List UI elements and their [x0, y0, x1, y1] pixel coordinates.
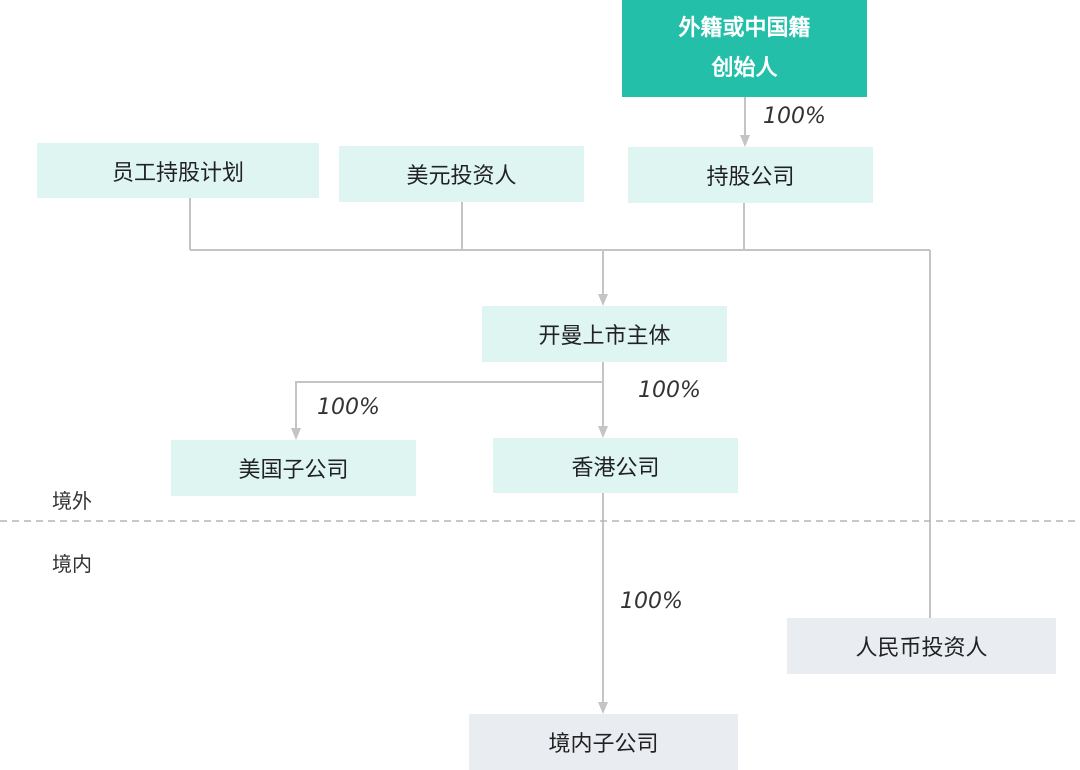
usd-investor-label: 美元投资人 — [406, 164, 517, 189]
esop-label: 员工持股计划 — [111, 160, 244, 186]
rmb-investor-label: 人民币投资人 — [855, 636, 988, 661]
founder-label-line1: 外籍或中国籍 — [678, 15, 811, 41]
listing-entity-label: 开曼上市主体 — [538, 324, 671, 349]
listing-to-us-arrow — [291, 381, 603, 440]
founder-label-line2: 创始人 — [711, 55, 778, 81]
holding-company-node: 持股公司 — [628, 147, 873, 203]
listing-entity-node: 开曼上市主体 — [482, 306, 727, 362]
domestic-subsidiary-percentage: 100% — [620, 589, 683, 614]
hk-company-label: 香港公司 — [571, 455, 660, 481]
esop-node: 员工持股计划 — [37, 143, 319, 198]
rmb-investor-node: 人民币投资人 — [787, 618, 1056, 674]
founder-node: 外籍或中国籍 创始人 — [622, 0, 867, 97]
founder-holding-percentage: 100% — [763, 104, 826, 129]
us-subsidiary-percentage: 100% — [317, 395, 380, 420]
offshore-region-label: 境外 — [52, 489, 92, 513]
hk-company-percentage: 100% — [638, 378, 701, 403]
usd-investor-node: 美元投资人 — [339, 146, 584, 202]
domestic-subsidiary-label: 境内子公司 — [548, 732, 659, 757]
us-subsidiary-node: 美国子公司 — [171, 440, 416, 496]
holding-company-label: 持股公司 — [706, 165, 795, 190]
domestic-subsidiary-node: 境内子公司 — [469, 714, 738, 770]
us-subsidiary-label: 美国子公司 — [238, 458, 349, 483]
hk-company-node: 香港公司 — [493, 438, 738, 493]
onshore-region-label: 境内 — [52, 552, 92, 576]
